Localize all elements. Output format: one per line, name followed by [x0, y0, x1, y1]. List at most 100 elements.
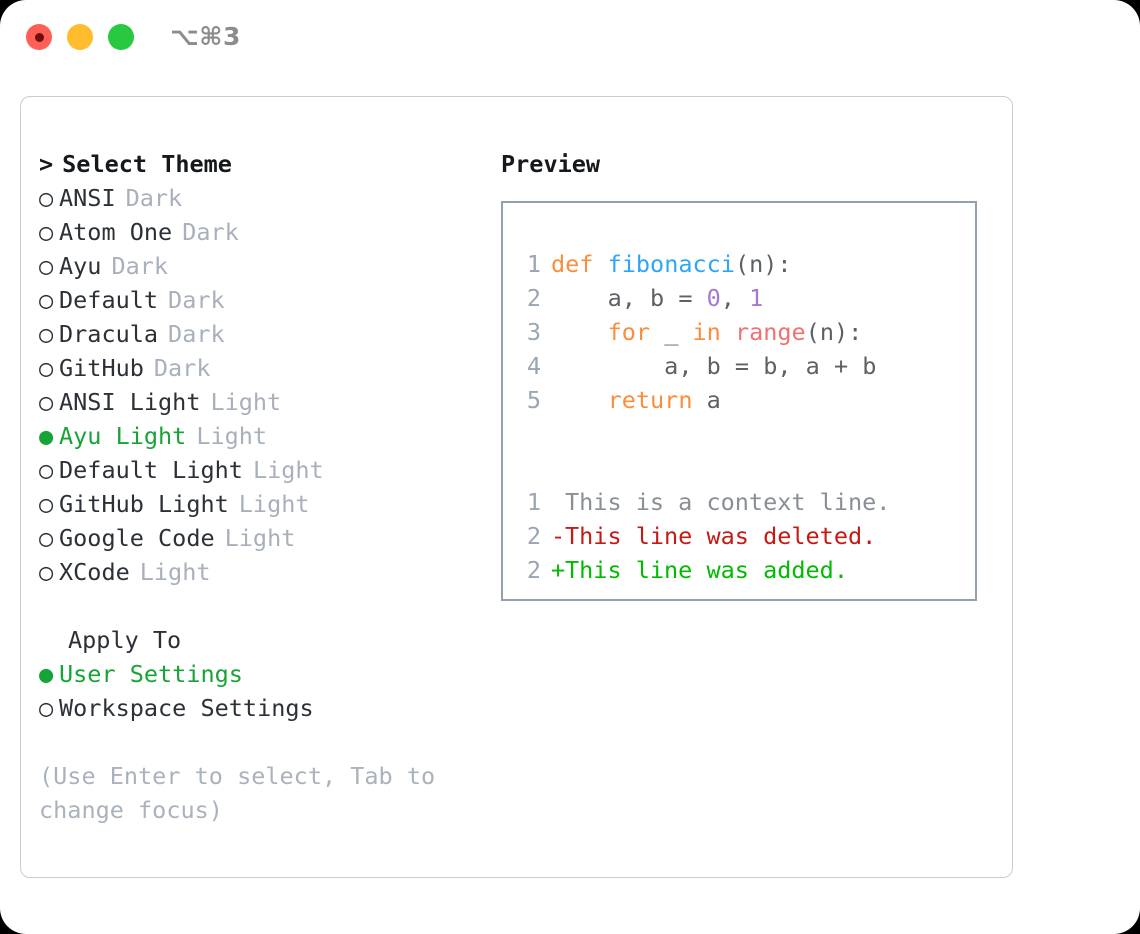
diff-sign — [551, 485, 565, 519]
theme-variant: Dark — [168, 286, 225, 314]
theme-list-item[interactable]: ○Default Dark — [39, 283, 494, 317]
token-keyword: return — [607, 386, 693, 414]
theme-list-header-label: Select Theme — [62, 150, 232, 178]
theme-name: Atom One — [59, 218, 173, 246]
keyboard-hint-text: (Use Enter to select, Tab to change focu… — [39, 762, 436, 824]
apply-to-option-selected[interactable]: ●User Settings — [39, 657, 494, 691]
line-number: 5 — [526, 386, 541, 414]
theme-variant: Light — [196, 422, 268, 450]
theme-list-item[interactable]: ○Dracula Dark — [39, 317, 494, 351]
theme-name: Dracula — [59, 320, 159, 348]
token-function: fibonacci — [607, 250, 735, 278]
radio-unselected-icon: ○ — [39, 524, 54, 552]
diff-sign-minus-icon: - — [551, 522, 566, 550]
theme-variant: Light — [139, 558, 211, 586]
code-line: 4 a, b = b, a + b — [519, 349, 969, 383]
token-number: 1 — [749, 284, 764, 312]
token-plain: (n): — [805, 318, 863, 346]
radio-unselected-icon: ○ — [39, 320, 54, 348]
radio-selected-icon: ● — [39, 660, 54, 688]
caret-icon: > — [39, 150, 54, 178]
token-plain: a — [692, 386, 721, 414]
code-blank-line — [519, 451, 969, 485]
theme-list-item[interactable]: ○ANSI Dark — [39, 181, 494, 215]
theme-list-item[interactable]: ○GitHub Dark — [39, 351, 494, 385]
zoom-button-icon[interactable] — [108, 24, 134, 50]
radio-unselected-icon: ○ — [39, 252, 54, 280]
code-line: 2 a, b = 0, 1 — [519, 281, 969, 315]
minimize-button-icon[interactable] — [67, 24, 93, 50]
theme-name: XCode — [59, 558, 130, 586]
line-number: 3 — [526, 318, 541, 346]
token-plain: a, b = b, a + b — [551, 352, 877, 380]
radio-unselected-icon: ○ — [39, 184, 54, 212]
apply-to-option-label: User Settings — [59, 660, 243, 688]
token-plain: (n): — [734, 250, 792, 278]
code-line: 1 def fibonacci(n): — [519, 247, 969, 281]
radio-unselected-icon: ○ — [39, 286, 54, 314]
diff-line-deleted: 2-This line was deleted. — [519, 519, 969, 553]
traffic-lights — [26, 24, 134, 50]
radio-unselected-icon: ○ — [39, 354, 54, 382]
radio-selected-icon: ● — [39, 422, 54, 450]
theme-name: ANSI — [59, 184, 116, 212]
radio-unselected-icon: ○ — [39, 218, 54, 246]
token-number: 0 — [706, 284, 721, 312]
line-number: 2 — [526, 522, 541, 550]
theme-list-header: > Select Theme — [39, 147, 494, 181]
theme-name: GitHub Light — [59, 490, 229, 518]
token-plain: a, b = — [551, 284, 707, 312]
apply-to-option[interactable]: ○Workspace Settings — [39, 691, 494, 725]
close-button-icon[interactable] — [26, 24, 52, 50]
token-keyword: in — [692, 318, 721, 346]
theme-list-item[interactable]: ○XCode Light — [39, 555, 494, 589]
line-number: 1 — [526, 488, 541, 516]
line-number: 4 — [526, 352, 541, 380]
keyboard-shortcut-label: ⌥⌘3 — [170, 22, 241, 51]
diff-text: This line was deleted. — [565, 522, 877, 550]
line-number: 1 — [526, 250, 541, 278]
token-keyword: for — [607, 318, 651, 346]
token-keyword: def — [551, 250, 594, 278]
diff-text: This line was added. — [565, 556, 848, 584]
list-gap — [39, 589, 494, 623]
theme-variant: Dark — [111, 252, 169, 280]
theme-name: ANSI Light — [59, 388, 201, 416]
theme-variant: Dark — [125, 184, 183, 212]
line-number: 2 — [526, 556, 541, 584]
diff-line-added: 2+This line was added. — [519, 553, 969, 587]
radio-unselected-icon: ○ — [39, 558, 54, 586]
code-line: 5 return a — [519, 383, 969, 417]
radio-unselected-icon: ○ — [39, 456, 54, 484]
token-plain — [721, 318, 735, 346]
token-plain — [551, 318, 608, 346]
token-plain: _ — [650, 318, 693, 346]
token-plain — [593, 250, 607, 278]
theme-variant: Dark — [168, 320, 225, 348]
apply-to-option-label: Workspace Settings — [59, 694, 314, 722]
diff-text: This is a context line. — [565, 488, 891, 516]
theme-name: Default — [59, 286, 159, 314]
code-blank-line — [519, 417, 969, 451]
radio-unselected-icon: ○ — [39, 490, 54, 518]
theme-variant: Dark — [153, 354, 211, 382]
token-plain — [551, 386, 608, 414]
code-line: 3 for _ in range(n): — [519, 315, 969, 349]
theme-name: GitHub — [59, 354, 144, 382]
diff-line-context: 1 This is a context line. — [519, 485, 969, 519]
theme-name: Default Light — [59, 456, 243, 484]
